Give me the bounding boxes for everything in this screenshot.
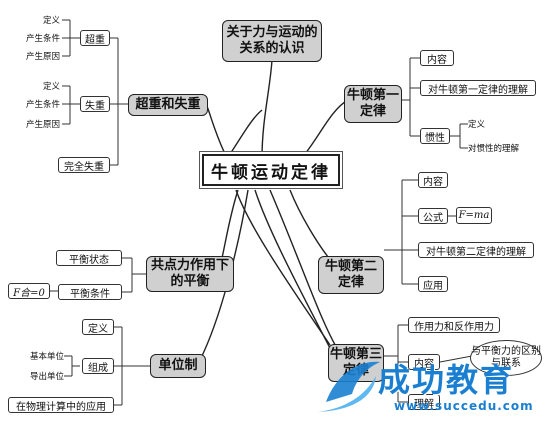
second-law-node: 牛顿第二定律 — [318, 256, 384, 294]
branch-first-law — [299, 99, 349, 161]
equilibrium-node: 共点力作用下的平衡 — [146, 256, 234, 292]
second-law-understanding: 对牛顿第二定律的理解 — [418, 242, 534, 258]
second-law-application: 应用 — [418, 276, 448, 292]
units-definition: 定义 — [82, 319, 114, 335]
derived-units: 导出单位 — [29, 372, 64, 382]
weightlessness-group: 失重 — [80, 96, 110, 112]
base-units: 基本单位 — [29, 352, 64, 362]
second-law-content: 内容 — [418, 172, 448, 188]
second-law-formula-label: 公式 — [418, 208, 448, 224]
overweight-group: 超重 — [80, 30, 110, 46]
inertia-definition: 定义 — [468, 120, 486, 130]
inertia-understanding: 对惯性的理解 — [468, 144, 520, 154]
first-law-node: 牛顿第一定律 — [344, 85, 402, 123]
branch-overweight — [205, 103, 229, 161]
net-force-zero: F合=0 — [8, 283, 50, 299]
weightless-cause: 产生原因 — [25, 120, 60, 130]
brand-logo-text: 成功教育 — [378, 361, 515, 399]
second-law-formula: F=ma — [456, 207, 492, 224]
balanced-force-comparison: 与平衡力的区别与联系 — [470, 340, 542, 376]
inertia: 惯性 — [420, 128, 450, 144]
first-law-content: 内容 — [420, 50, 454, 66]
first-law-understanding: 对牛顿第一定律的理解 — [420, 80, 536, 96]
branch-second-law — [289, 189, 333, 263]
third-law-content: 内容 — [408, 354, 440, 370]
weightless-condition: 产生条件 — [25, 100, 60, 110]
units-node: 单位制 — [150, 354, 206, 378]
brand-url: www.succedu.com — [394, 399, 534, 413]
action-reaction: 作用力和反作用力 — [408, 317, 500, 333]
equilibrium-state: 平衡状态 — [56, 250, 122, 266]
center-node: 牛顿运动定律 — [202, 154, 340, 186]
brand-logo-icon — [318, 361, 380, 412]
branch-third-law — [269, 189, 339, 351]
overweight-condition: 产生条件 — [25, 34, 60, 44]
equilibrium-condition: 平衡条件 — [58, 284, 122, 300]
overweight-cause: 产生原因 — [25, 52, 60, 62]
units-application: 在物理计算中的应用 — [8, 397, 114, 413]
third-law-understanding: 理解 — [408, 394, 440, 410]
units-composition: 组成 — [82, 358, 114, 374]
complete-weightlessness: 完全失重 — [58, 157, 110, 173]
branch-top — [261, 59, 273, 159]
force-motion-node: 关于力与运动的关系的认识 — [222, 20, 322, 62]
overweight-node: 超重和失重 — [128, 94, 208, 116]
branch-equilibrium — [221, 189, 239, 259]
overweight-definition: 定义 — [42, 16, 60, 26]
weightless-definition: 定义 — [42, 82, 60, 92]
